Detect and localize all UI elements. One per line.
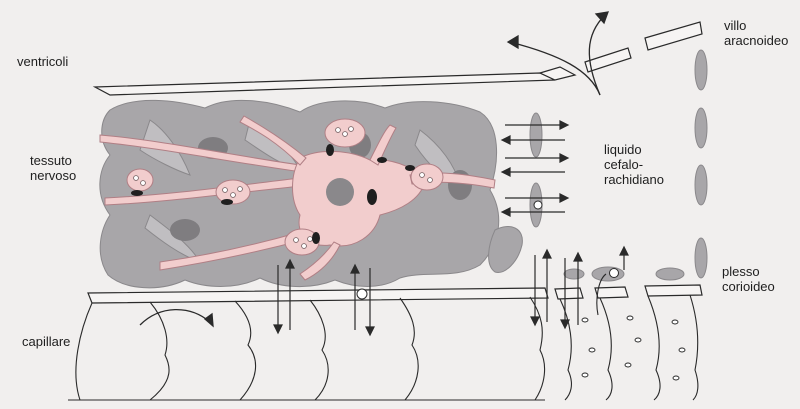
blood-flow-arrow — [140, 310, 213, 326]
label-ventricoli: ventricoli — [17, 54, 68, 69]
csf-cells — [530, 113, 542, 227]
capillary-wall — [88, 285, 702, 303]
label-liquido-cefalorachidiano: liquido cefalo- rachidiano — [604, 142, 664, 187]
capillary-segments — [68, 295, 698, 400]
neuron-nucleus — [326, 178, 354, 206]
csf-vesicle — [534, 201, 542, 209]
label-villo-aracnoideo: villo aracnoideo — [724, 18, 788, 48]
transcytosis-vesicle — [357, 289, 367, 299]
arachnoid-villi — [695, 50, 707, 278]
capillary-pores — [582, 316, 685, 380]
ventricle-wall — [95, 22, 702, 95]
label-tessuto-nervoso: tessuto nervoso — [30, 153, 76, 183]
plexus-vesicle — [610, 269, 619, 278]
label-plesso-corioideo: plesso corioideo — [722, 264, 775, 294]
label-capillare: capillare — [22, 334, 70, 349]
outflow-arrows — [508, 12, 608, 95]
